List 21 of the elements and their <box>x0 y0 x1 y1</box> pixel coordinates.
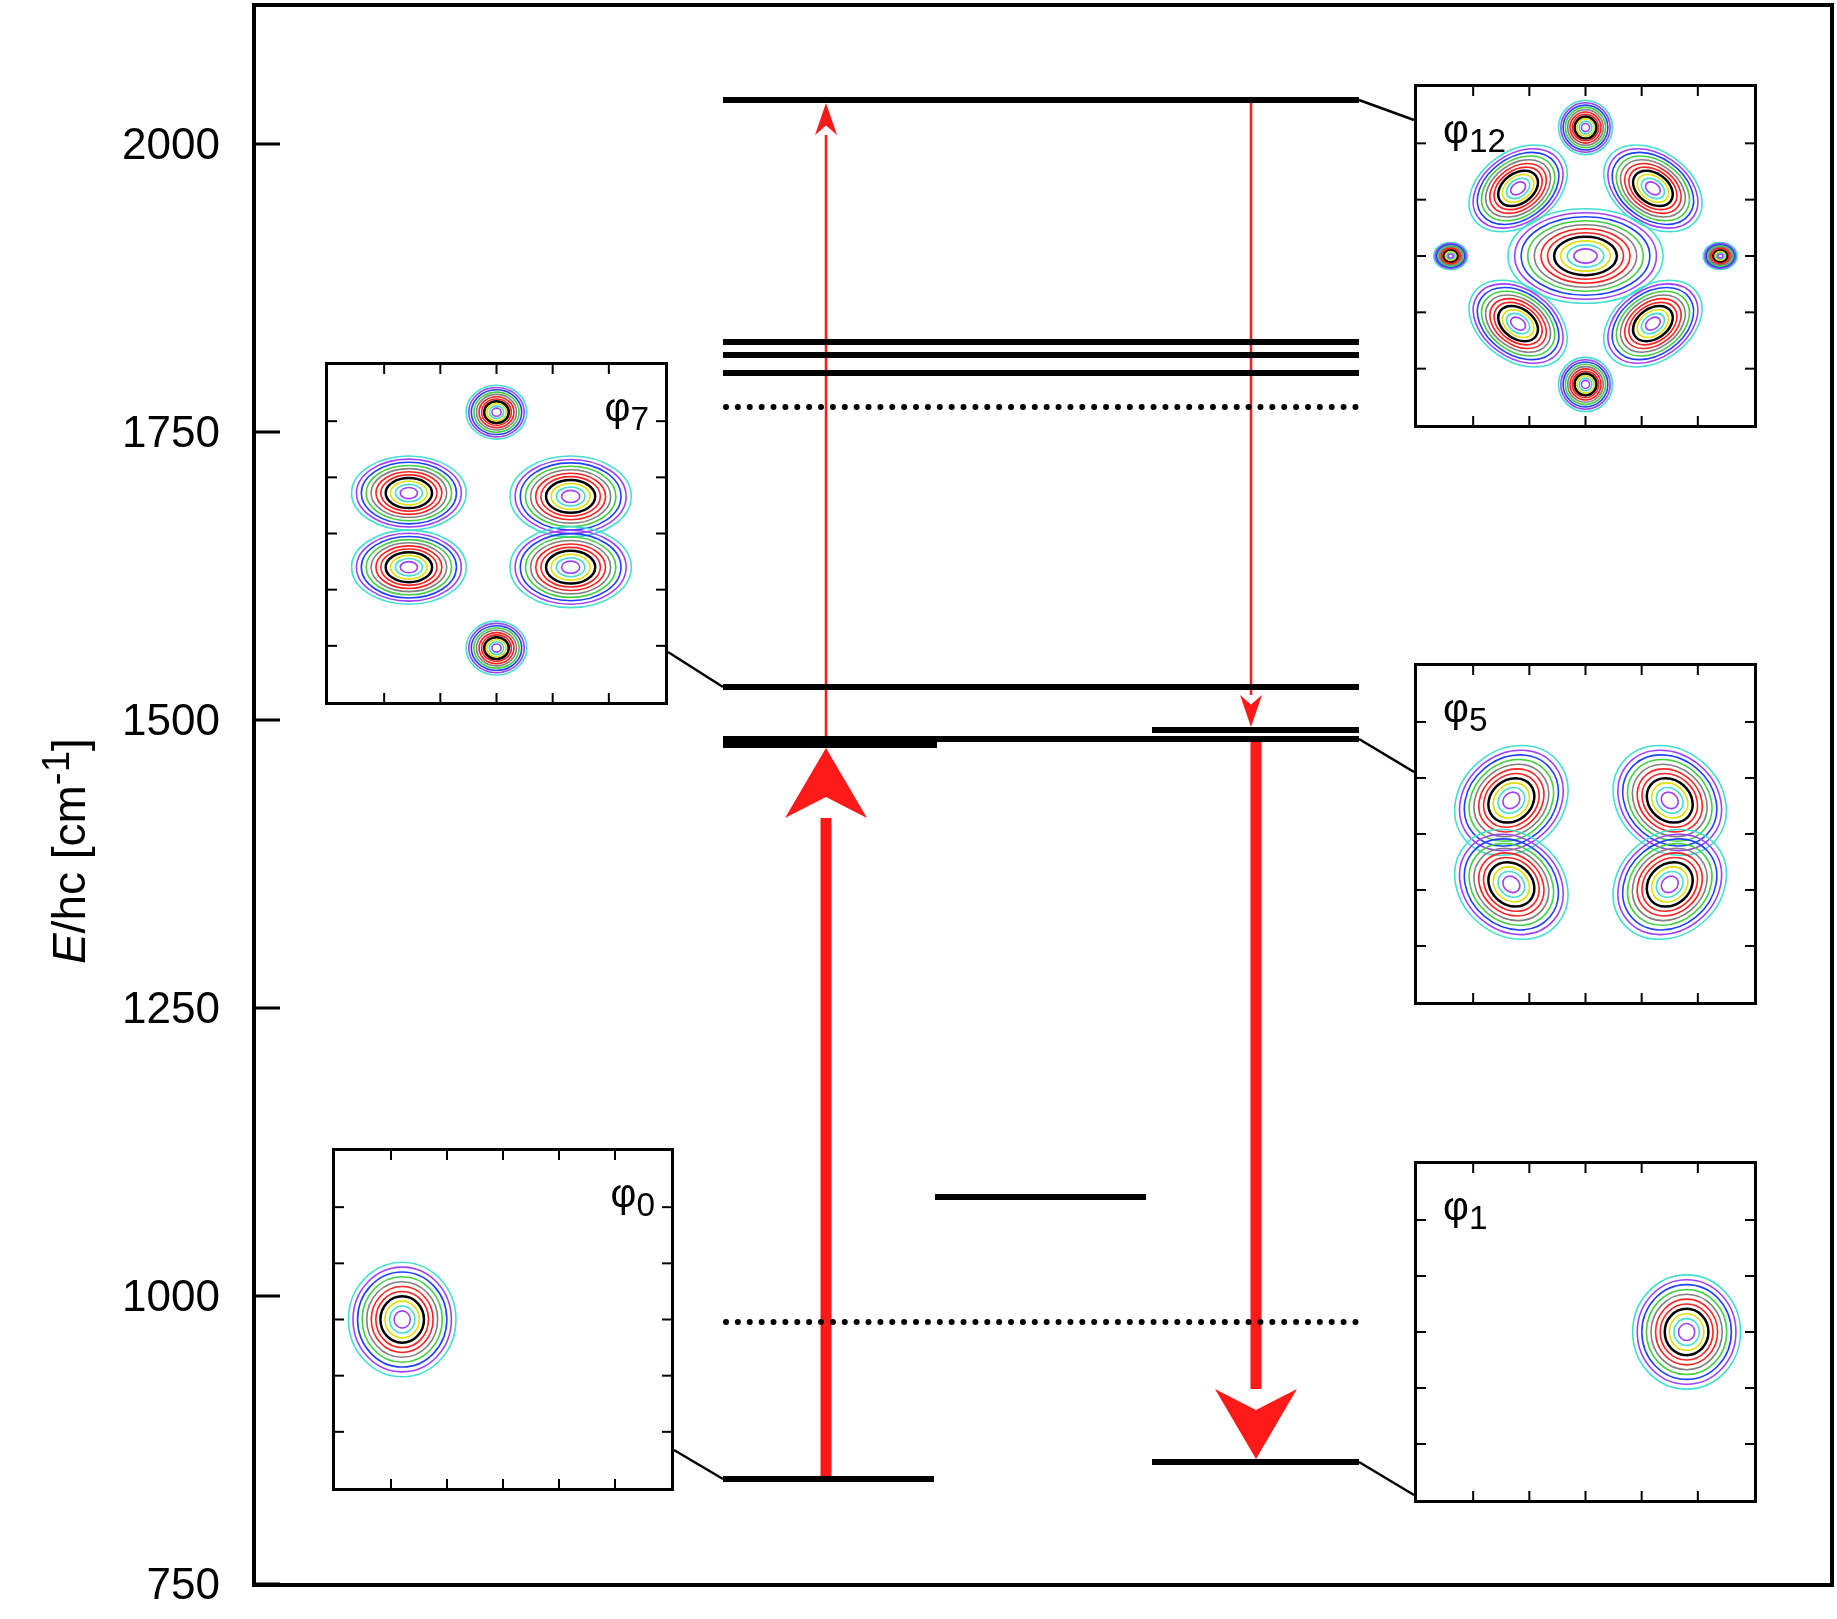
state-label: φ$_{7}$ <box>604 387 649 436</box>
axis-tick-label: 2000 <box>121 122 220 166</box>
leader-line <box>1358 98 1415 122</box>
leader-line <box>667 650 724 689</box>
leader-line <box>1358 1460 1415 1497</box>
arrow <box>1215 742 1297 1459</box>
leader-line <box>673 1448 724 1481</box>
axis-tick-label: 1250 <box>121 986 220 1030</box>
axis-tick-label: 1500 <box>121 698 220 742</box>
axis-tick-label: 750 <box>145 1562 220 1606</box>
state-label: φ$_{12}$ <box>1443 109 1506 158</box>
axis-tick-label: 1000 <box>121 1274 220 1318</box>
arrow <box>785 748 867 1476</box>
state-label: φ$_{5}$ <box>1443 688 1488 737</box>
energy-level-line <box>723 1319 1359 1325</box>
arrow <box>815 103 837 736</box>
arrow <box>1240 103 1262 727</box>
state-label: φ$_{1}$ <box>1443 1186 1488 1235</box>
axis-tick-label: 1750 <box>121 410 220 454</box>
energy-level-line <box>723 404 1359 410</box>
state-label: φ$_{0}$ <box>610 1173 655 1222</box>
